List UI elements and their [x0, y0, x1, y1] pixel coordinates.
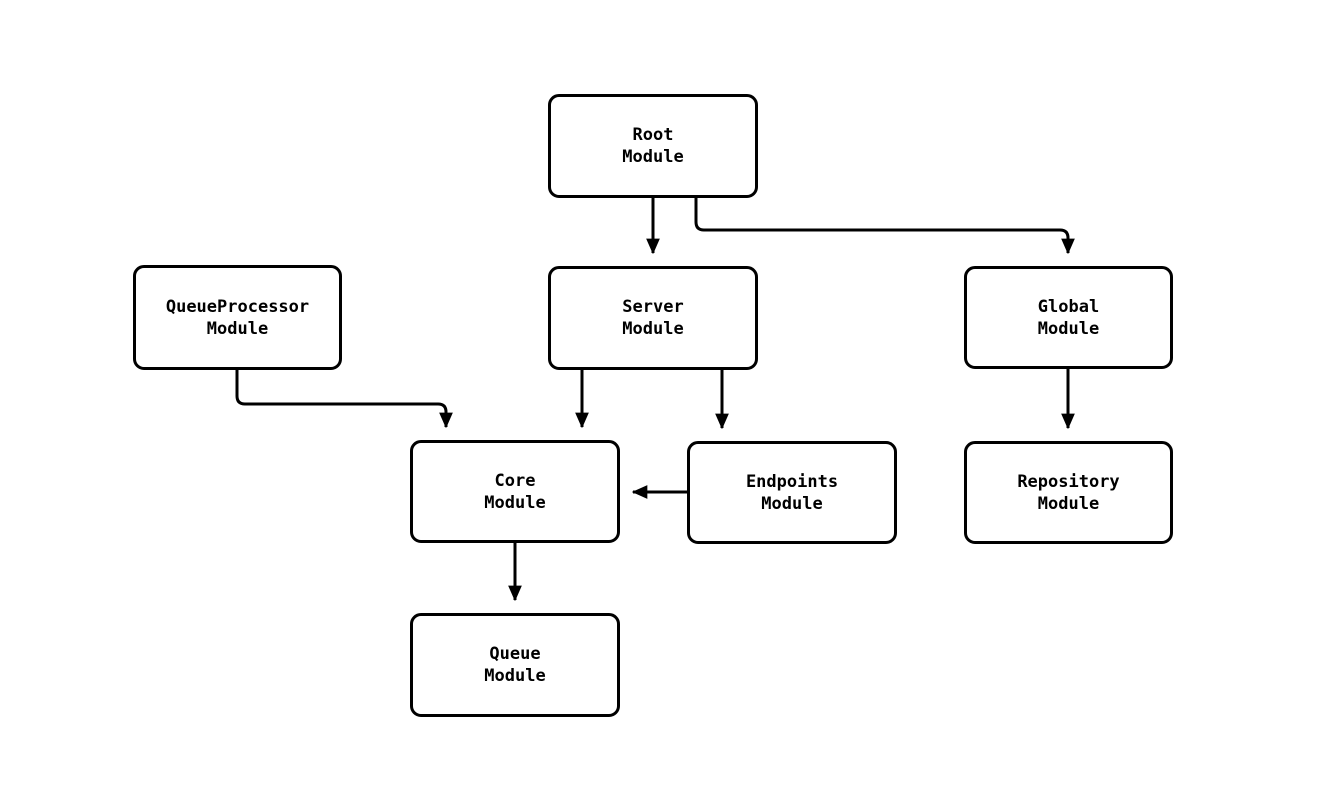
node-queue-module-line1: Queue: [489, 644, 541, 664]
node-global-module-line1: Global: [1037, 296, 1100, 317]
node-queueprocessor-module-line1: QueueProcessor: [165, 296, 310, 317]
node-root-module-line2: Module: [622, 147, 684, 167]
node-root-module[interactable]: Root Module: [548, 94, 758, 198]
node-core-module-line2: Module: [484, 492, 546, 513]
node-endpoints-module-line2: Module: [761, 493, 823, 514]
node-endpoints-module[interactable]: Endpoints Module: [687, 441, 897, 544]
node-repository-module-line1: Repository: [1017, 471, 1120, 492]
node-repository-module-line2: Module: [1037, 493, 1100, 514]
edge-root-to-global: [694, 198, 1075, 255]
node-repository-module[interactable]: Repository Module: [964, 441, 1173, 544]
node-queue-module[interactable]: Queue Module: [410, 613, 620, 717]
node-queue-module-line2: Module: [484, 666, 546, 686]
node-server-module-line1: Server: [622, 297, 684, 317]
edge-queueprocessor-to-core: [235, 370, 453, 429]
node-endpoints-module-line1: Endpoints: [745, 471, 839, 492]
node-core-module[interactable]: Core Module: [410, 440, 620, 543]
node-server-module-line2: Module: [622, 319, 684, 339]
node-root-module-line1: Root: [632, 125, 674, 145]
node-server-module[interactable]: Server Module: [548, 266, 758, 370]
node-global-module[interactable]: Global Module: [964, 266, 1173, 369]
node-queueprocessor-module[interactable]: QueueProcessor Module: [133, 265, 342, 370]
node-core-module-line1: Core: [494, 470, 536, 491]
node-global-module-line2: Module: [1037, 318, 1100, 339]
node-queueprocessor-module-line2: Module: [206, 318, 269, 339]
